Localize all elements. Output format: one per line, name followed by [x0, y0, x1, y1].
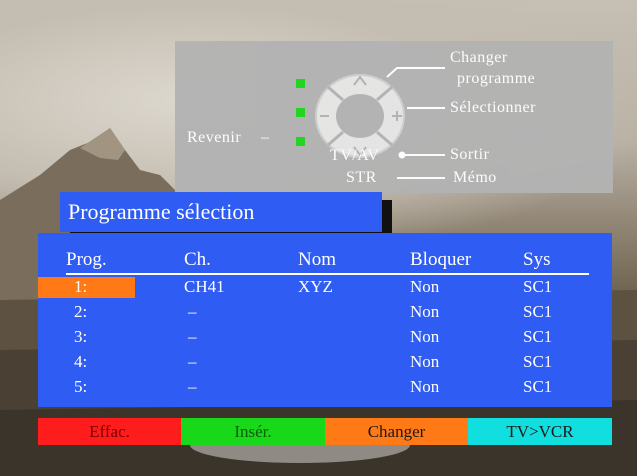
cell-prog: 5: [74, 377, 88, 396]
exit-label: Sortir [450, 146, 490, 163]
memo-label: Mémo [453, 169, 497, 186]
header-sys: Sys [523, 249, 551, 270]
navigation-wheel-icon [315, 74, 405, 158]
cell-lock: Non [410, 327, 440, 346]
remote-control-guide-panel: Changer programme Sélectionner Revenir –… [175, 41, 613, 193]
cell-lock: Non [410, 352, 440, 371]
cell-sys: SC1 [523, 377, 553, 396]
cell-lock: Non [410, 277, 440, 296]
cell-sys: SC1 [523, 277, 553, 296]
table-row[interactable]: 3: – Non SC1 [38, 327, 612, 348]
table-row[interactable]: 1: CH41 XYZ Non SC1 [38, 277, 612, 298]
up-arrow-icon [353, 75, 367, 86]
cell-ch: – [188, 377, 197, 396]
page-title: Programme sélection [60, 192, 382, 232]
right-plus-icon [392, 111, 402, 121]
header-lock: Bloquer [410, 249, 472, 270]
back-dash: – [261, 129, 270, 146]
header-name: Nom [298, 249, 336, 270]
cell-prog: 1: [74, 277, 88, 296]
tvav-label: TV/AV [330, 147, 380, 164]
cell-sys: SC1 [523, 327, 553, 346]
change-program-label-1: Changer [450, 49, 508, 66]
cell-lock: Non [410, 302, 440, 321]
header-ch: Ch. [184, 249, 211, 270]
insert-button[interactable]: Insér. [181, 418, 325, 445]
cell-ch: – [188, 302, 197, 321]
header-divider [66, 273, 589, 275]
function-button-bar: Effac. Insér. Changer TV>VCR [38, 418, 612, 445]
change-program-label-2: programme [457, 70, 536, 87]
down-arrow-icon [353, 146, 367, 157]
cell-prog: 4: [74, 352, 88, 371]
cell-name: XYZ [298, 277, 333, 296]
cell-sys: SC1 [523, 352, 553, 371]
cell-prog: 3: [74, 327, 88, 346]
delete-button[interactable]: Effac. [38, 418, 181, 445]
program-table: Prog. Ch. Nom Bloquer Sys 1: CH41 XYZ No… [38, 233, 612, 407]
select-label: Sélectionner [450, 99, 536, 116]
str-label: STR [346, 169, 377, 186]
tv-vcr-button[interactable]: TV>VCR [468, 418, 612, 445]
change-button[interactable]: Changer [325, 418, 468, 445]
cell-lock: Non [410, 377, 440, 396]
cell-ch: – [188, 327, 197, 346]
table-header: Prog. Ch. Nom Bloquer Sys [38, 233, 612, 273]
selected-row-highlight [38, 277, 135, 298]
header-prog: Prog. [66, 249, 107, 270]
table-row[interactable]: 2: – Non SC1 [38, 302, 612, 323]
green-indicator-3 [296, 137, 305, 146]
cell-sys: SC1 [523, 302, 553, 321]
table-row[interactable]: 4: – Non SC1 [38, 352, 612, 373]
cell-ch: CH41 [184, 277, 225, 296]
callout-lines [386, 67, 445, 179]
cell-prog: 2: [74, 302, 88, 321]
green-indicator-1 [296, 79, 305, 88]
green-indicator-2 [296, 108, 305, 117]
cell-ch: – [188, 352, 197, 371]
back-label: Revenir [187, 129, 242, 146]
table-row[interactable]: 5: – Non SC1 [38, 377, 612, 398]
